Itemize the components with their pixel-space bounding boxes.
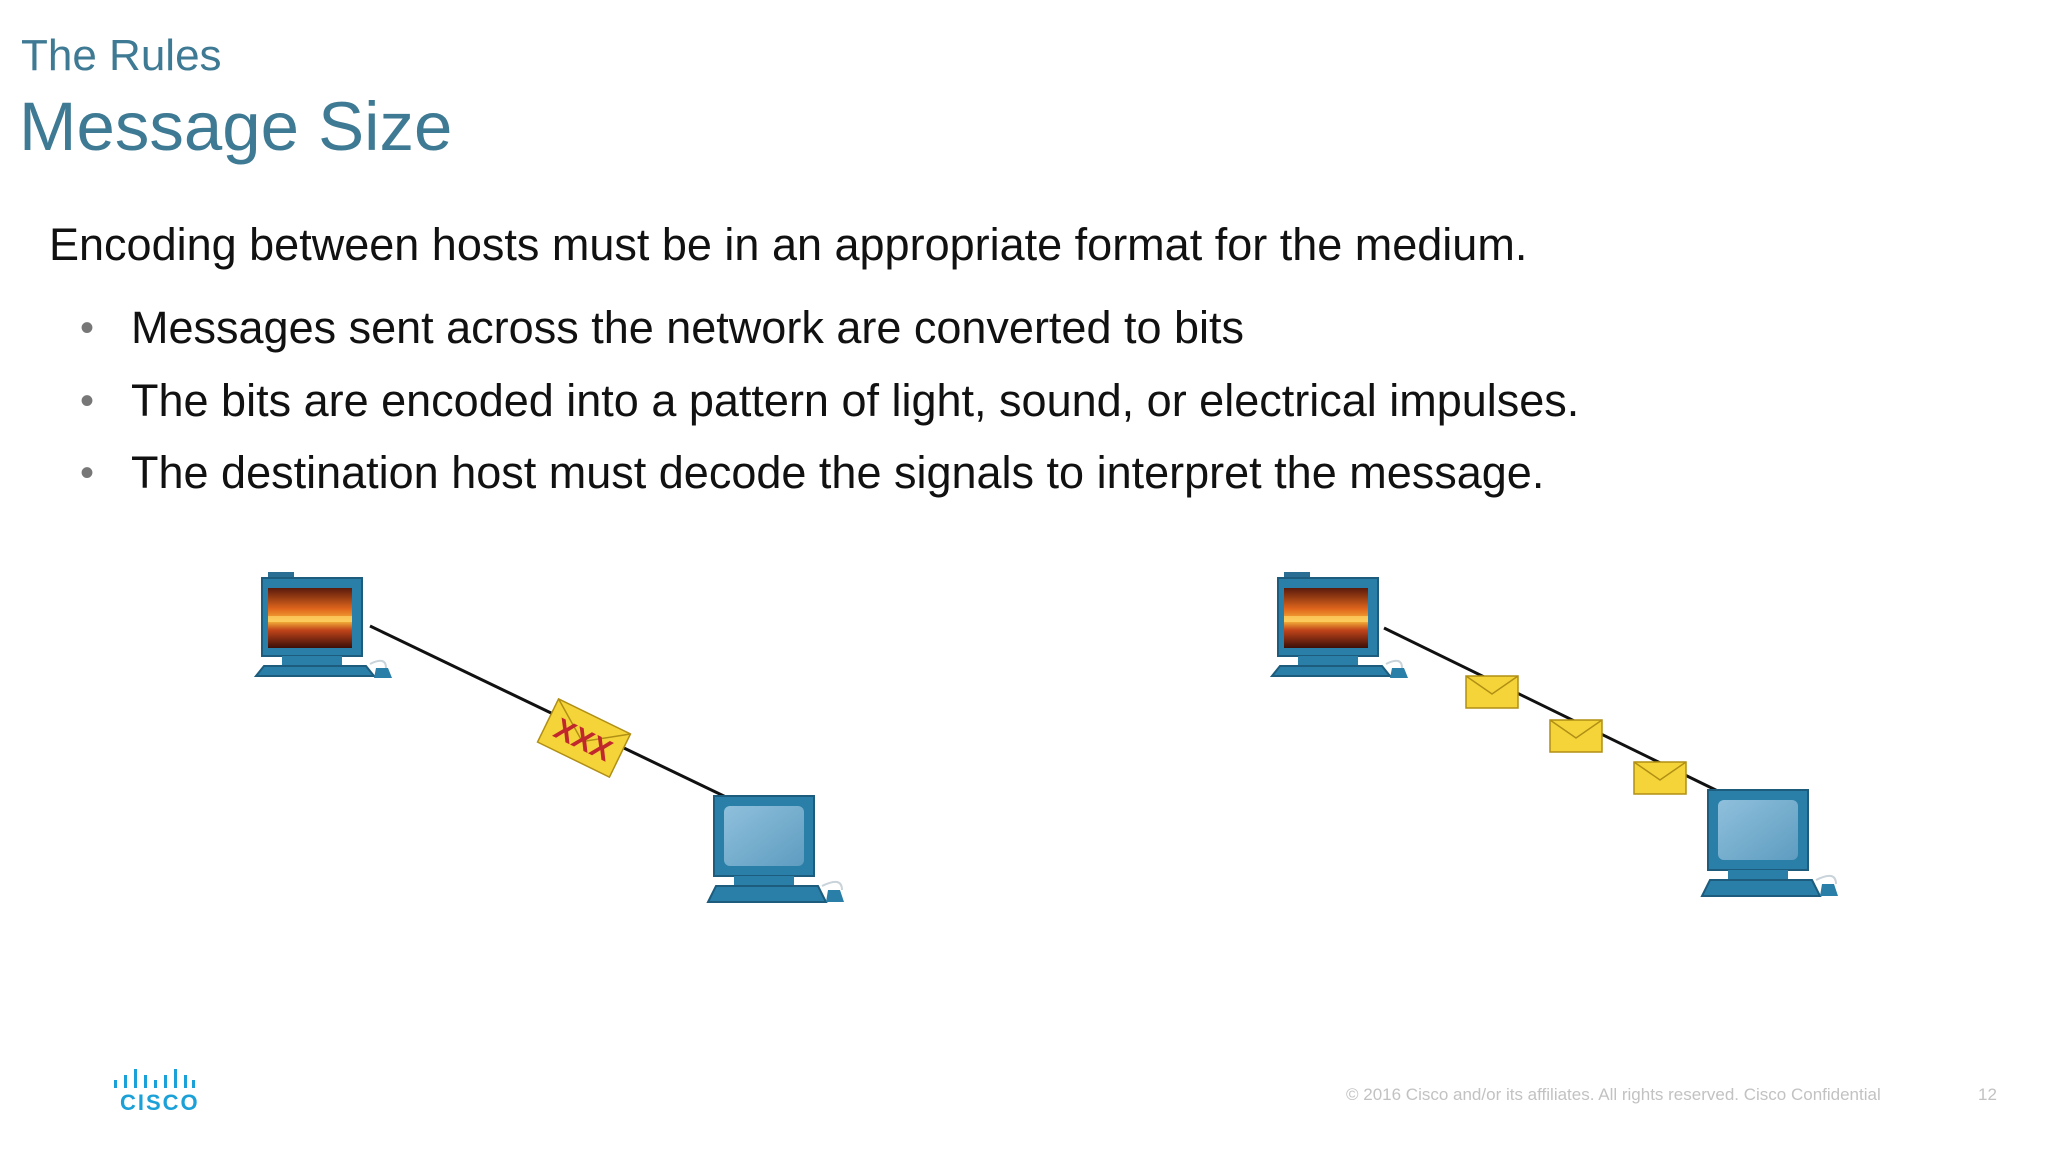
bullet-text: The destination host must decode the sig… [131, 447, 1545, 498]
network-link-left [369, 624, 729, 800]
receiver-computer-right [1701, 789, 1839, 897]
cisco-logo-text: CISCO [120, 1090, 200, 1115]
corrupted-envelope: XXX [536, 697, 632, 779]
envelope-1 [1465, 675, 1519, 709]
envelope-2 [1549, 719, 1603, 753]
bullet-text: Messages sent across the network are con… [131, 302, 1245, 353]
cisco-logo-bars-icon [114, 1069, 195, 1088]
lead-text: Encoding between hosts must be in an app… [49, 219, 1528, 270]
receiver-computer-left [707, 795, 845, 903]
bullet-item: • Messages sent across the network are c… [80, 292, 1579, 365]
bullet-item: • The bits are encoded into a pattern of… [80, 365, 1579, 438]
bullet-list: • Messages sent across the network are c… [80, 292, 1579, 510]
envelope-3 [1633, 761, 1687, 795]
sender-computer-left [255, 571, 393, 679]
slide-title: Message Size [19, 88, 453, 165]
sender-computer-right [1271, 571, 1409, 679]
bullet-dot: • [80, 378, 95, 423]
bullet-dot: • [80, 306, 95, 350]
slide-supertitle: The Rules [21, 31, 222, 80]
bullet-item: • The destination host must decode the s… [80, 437, 1579, 510]
copyright-footer: © 2016 Cisco and/or its affiliates. All … [1346, 1085, 1881, 1104]
bullet-text: The bits are encoded into a pattern of l… [131, 374, 1580, 426]
page-number: 12 [1978, 1085, 1997, 1104]
bullet-dot: • [80, 451, 95, 495]
